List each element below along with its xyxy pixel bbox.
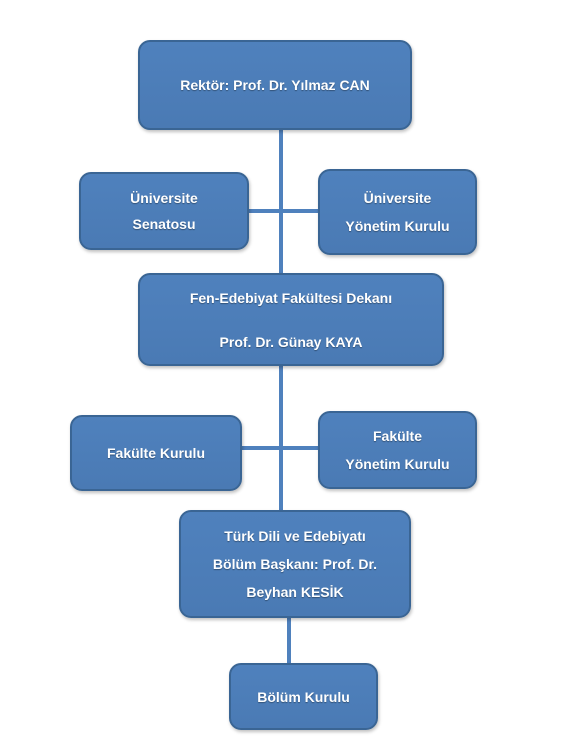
dekan-box: Fen-Edebiyat Fakültesi Dekanı Prof. Dr. … [138,273,444,366]
fakulte-kurulu-label: Fakülte Kurulu [106,445,205,461]
universite-yonetim-label-line2: Yönetim Kurulu [345,218,450,234]
bolum-baskani-label-line3: Beyhan KESİK [246,584,344,600]
dekan-label-line2: Prof. Dr. Günay KAYA [219,333,363,350]
bolum-kurulu-box: Bölüm Kurulu [229,663,378,730]
fakulte-yonetim-label-line1: Fakülte [372,428,422,444]
bolum-kurulu-label: Bölüm Kurulu [257,688,350,705]
rektor-box: Rektör: Prof. Dr. Yılmaz CAN [138,40,412,130]
fakulte-yonetim-kurulu-box: Fakülte Yönetim Kurulu [318,411,477,489]
universite-yonetim-kurulu-box: Üniversite Yönetim Kurulu [318,169,477,255]
bolum-baskani-label-line2: Bölüm Başkanı: Prof. Dr. [212,556,378,572]
universite-senatosu-box: Üniversite Senatosu [79,172,249,250]
senato-label-line2: Senatosu [132,216,196,232]
connector-senato-to-yonetim [248,209,320,213]
connector-bolum-baskani-to-bolum-kurulu [287,616,291,664]
connector-dekan-to-bolum-baskani [279,364,283,512]
fakulte-yonetim-label-line2: Yönetim Kurulu [345,456,450,472]
bolum-baskani-box: Türk Dili ve Edebiyatı Bölüm Başkanı: Pr… [179,510,411,618]
fakulte-kurulu-box: Fakülte Kurulu [70,415,242,491]
bolum-baskani-label-line1: Türk Dili ve Edebiyatı [224,528,366,544]
universite-yonetim-label-line1: Üniversite [363,190,432,206]
senato-label-line1: Üniversite [130,190,198,206]
connector-rektor-to-dekan [279,128,283,274]
rektor-label: Rektör: Prof. Dr. Yılmaz CAN [180,77,370,93]
connector-fakulte-kurulu-to-yonetim [241,446,320,450]
dekan-label-line1: Fen-Edebiyat Fakültesi Dekanı [189,289,393,306]
